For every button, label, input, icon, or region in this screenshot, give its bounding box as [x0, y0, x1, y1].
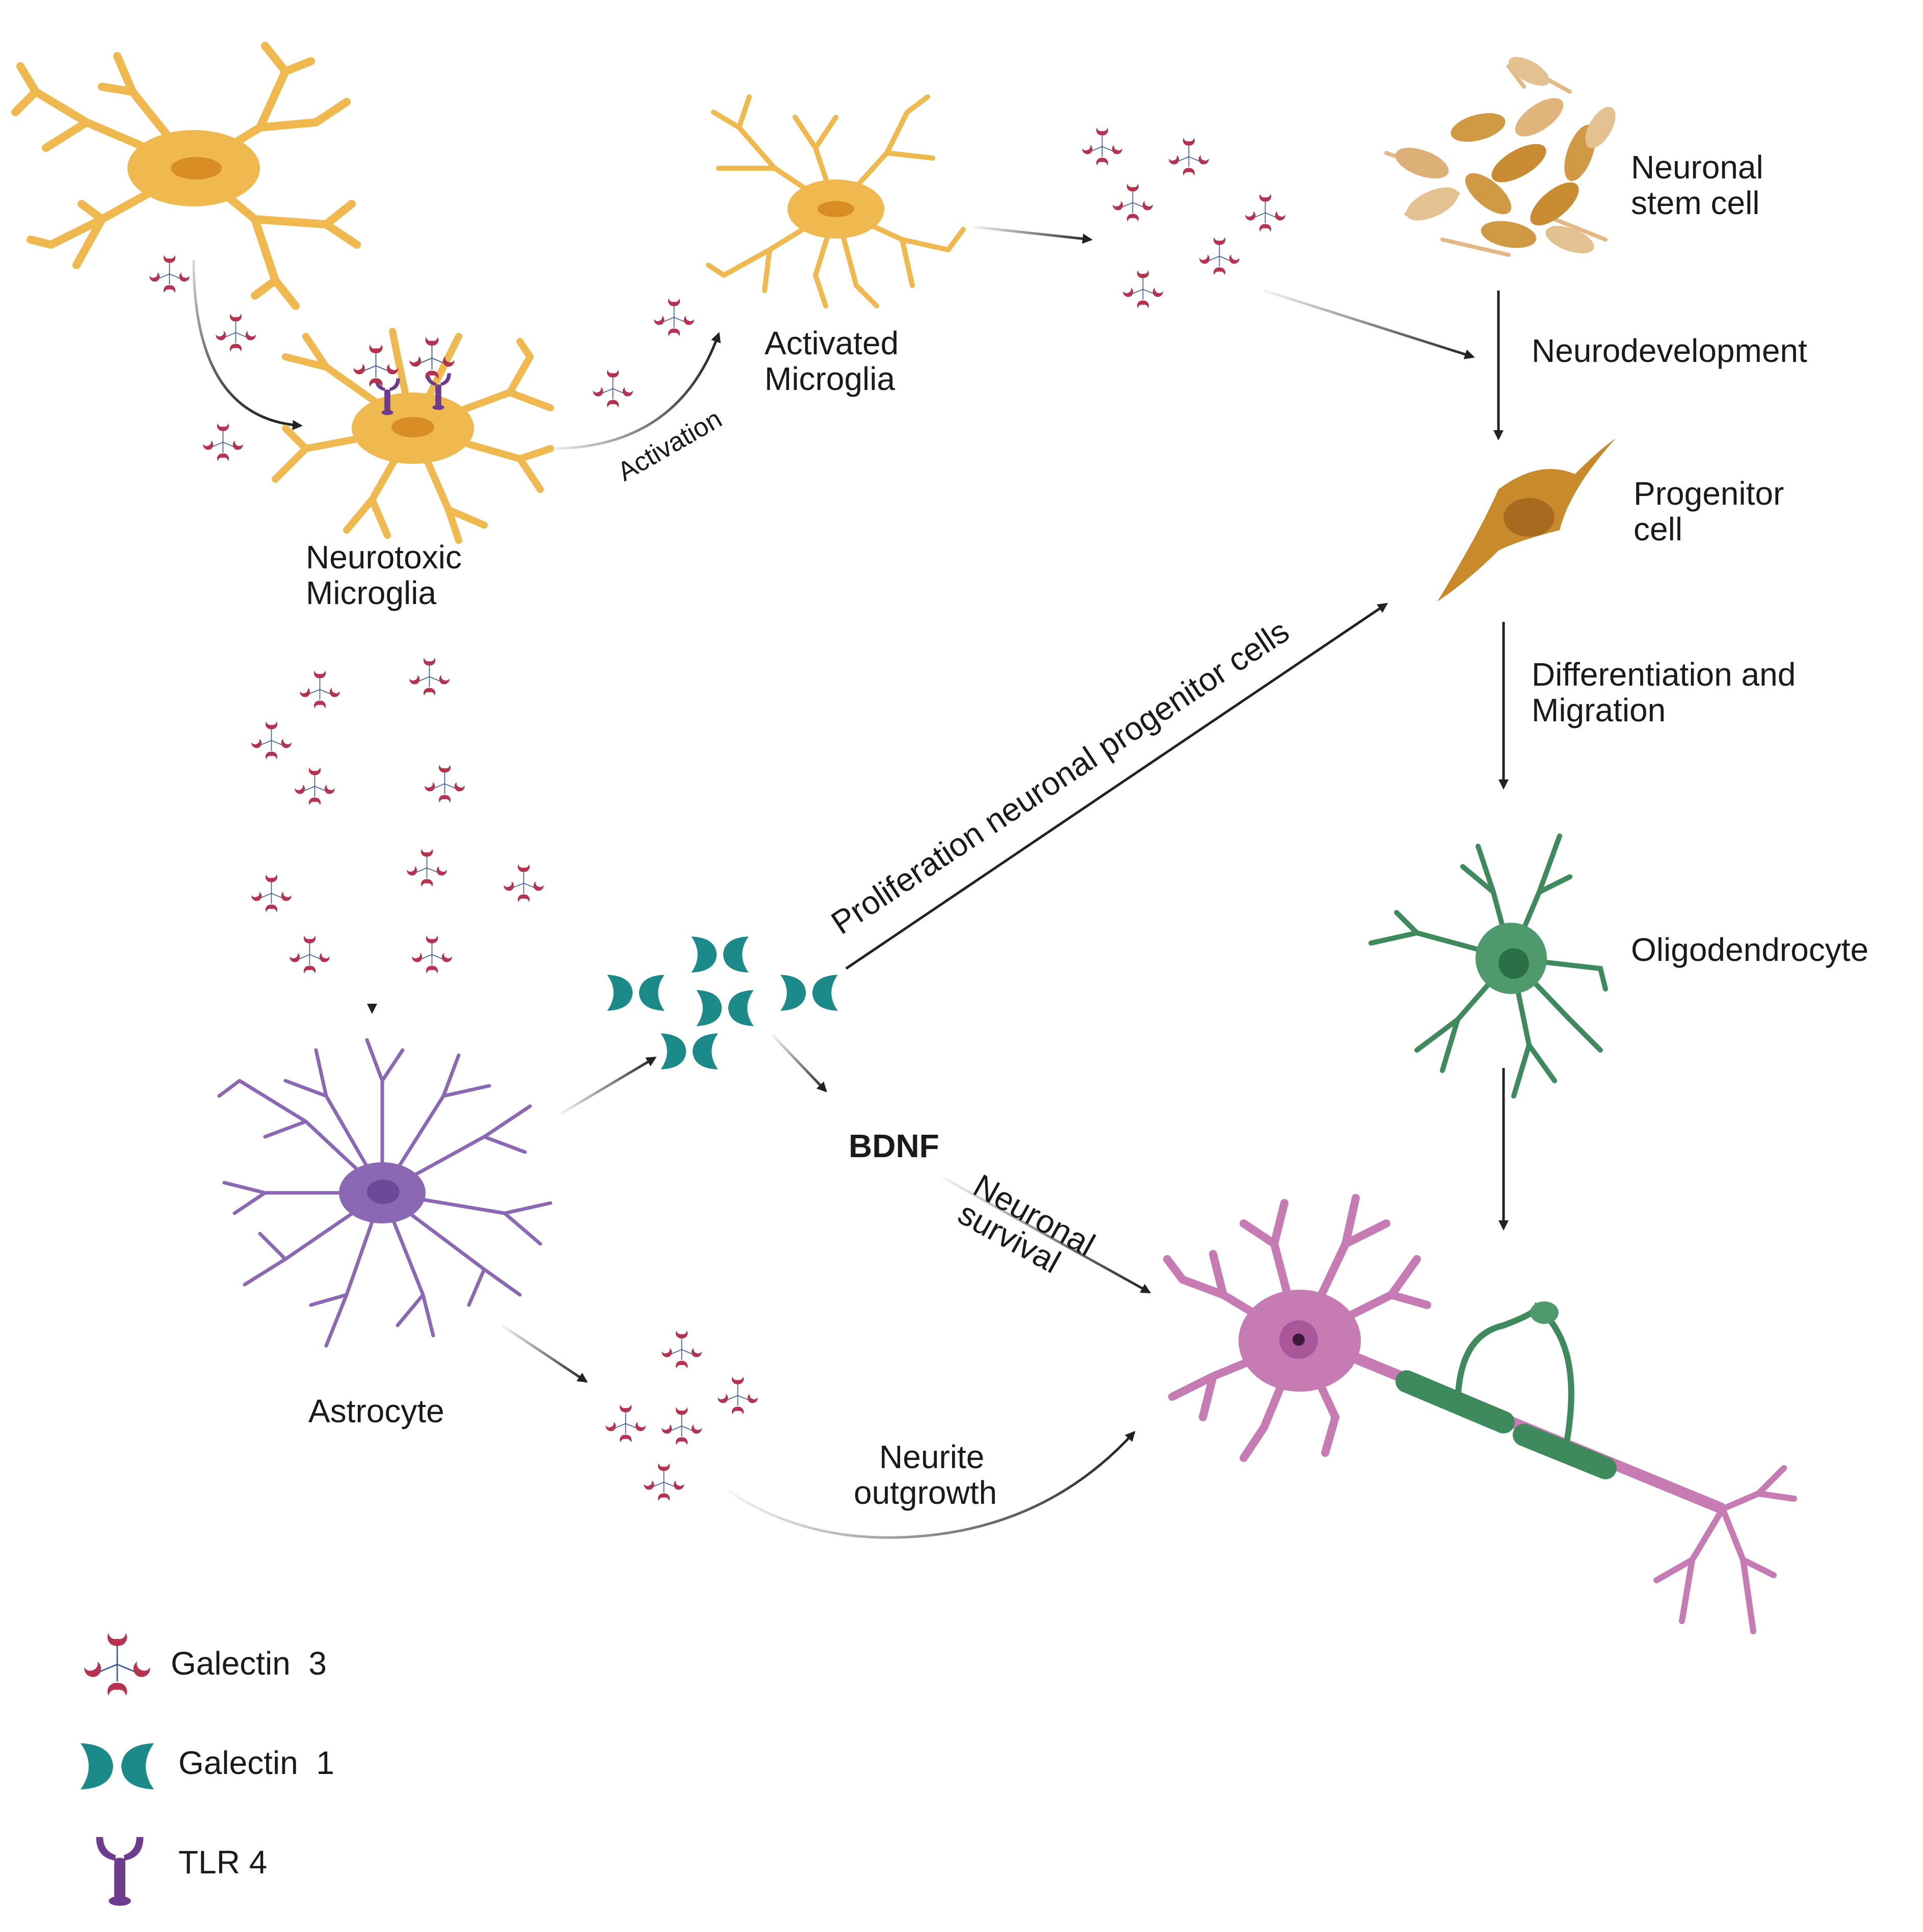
arrow-galectin1-to-bdnf	[771, 1034, 827, 1092]
label-neurotoxic-microglia: Neurotoxic Microglia	[306, 539, 471, 611]
label-progenitor-cell: Progenitor cell	[1634, 475, 1793, 547]
neuron-cell	[1163, 1194, 1797, 1634]
activated-microglia-nucleus	[818, 201, 854, 217]
label-bdnf: BDNF	[849, 1128, 939, 1164]
arrow-activated-to-galectins	[973, 225, 1093, 244]
legend: Galectin 3 Galectin 1 TLR 4	[81, 1632, 334, 1906]
label-proliferation: Proliferation neuronal progenitor cells	[825, 612, 1296, 941]
resting-microglia-nucleus	[171, 157, 222, 179]
arrow-proliferation	[845, 603, 1388, 970]
astrocyte-nucleus	[367, 1180, 400, 1204]
label-neuronal-survival: Neuronal survival	[952, 1167, 1109, 1295]
progenitor-cell	[1437, 438, 1616, 602]
tlr4-icon	[96, 1837, 144, 1906]
label-activated-microglia: Activated Microglia	[765, 325, 908, 397]
label-neurite-outgrowth: Neurite outgrowth	[854, 1439, 997, 1511]
arrow-microglia-to-neurotoxic	[192, 259, 303, 430]
galectin-1-icon	[81, 1743, 154, 1790]
galectin-3-icon	[353, 344, 399, 388]
galectin-3-molecules	[149, 127, 1286, 1502]
label-neuronal-stem-cell: Neuronal stem cell	[1631, 149, 1773, 221]
arrow-activation	[550, 332, 721, 450]
arrow-astrocyte-to-galectin3	[501, 1324, 588, 1383]
label-astrocyte: Astrocyte	[308, 1393, 444, 1429]
label-oligodendrocyte: Oligodendrocyte	[1631, 931, 1868, 968]
oligodendrocyte-nucleus	[1498, 948, 1529, 979]
label-neurodevelopment: Neurodevelopment	[1532, 332, 1807, 369]
arrow-galectins-to-neurodevelopment	[1263, 289, 1475, 359]
arrows	[192, 225, 1509, 1539]
galectin-3-icon	[84, 1632, 151, 1697]
neurotoxic-microglia-nucleus	[391, 417, 434, 437]
arrow-neurite-outgrowth	[728, 1431, 1136, 1539]
legend-label-tlr4: TLR 4	[178, 1844, 267, 1881]
neuronal-stem-cells	[1384, 57, 1616, 257]
arrow-astrocyte-to-galectin1	[560, 1056, 657, 1115]
arrow-neuronal-survival	[942, 1176, 1151, 1294]
galectin-1-molecules	[607, 936, 838, 1069]
label-activation: Activation	[613, 404, 727, 487]
legend-label-galectin-1: Galectin 1	[178, 1744, 334, 1781]
legend-label-galectin-3: Galectin 3	[171, 1645, 327, 1682]
label-differentiation-migration: Differentiation and Migration	[1532, 656, 1805, 728]
